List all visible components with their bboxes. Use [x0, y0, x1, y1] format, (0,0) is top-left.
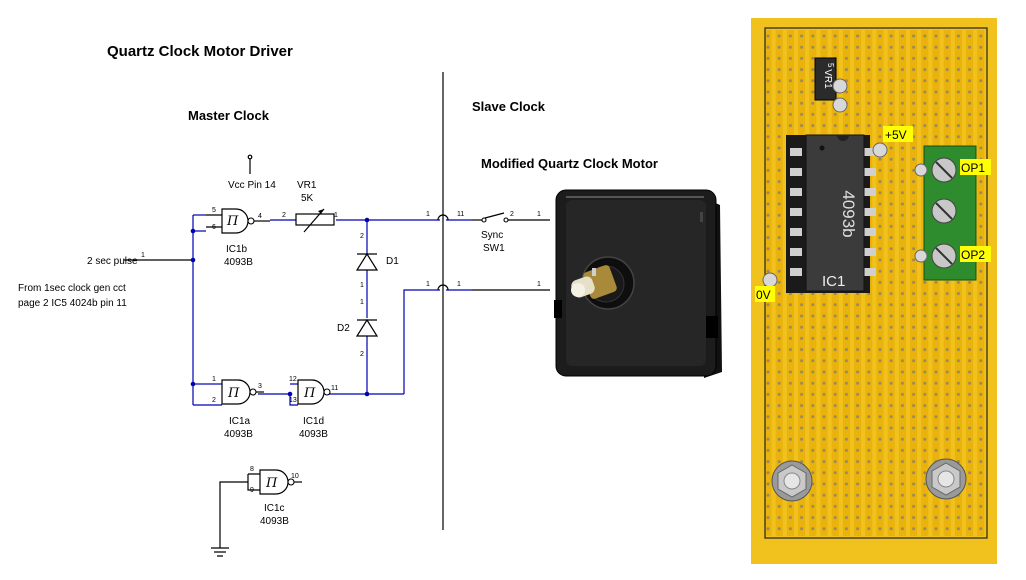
svg-text:5K: 5K	[301, 193, 314, 204]
svg-text:2: 2	[282, 212, 286, 219]
pin-label: 1	[141, 252, 145, 259]
svg-text:12: 12	[289, 376, 297, 383]
vcc-terminal	[247, 154, 253, 160]
diode-d2: D2 1 2	[337, 299, 379, 358]
clock-motor-image	[553, 184, 725, 382]
svg-text:13: 13	[289, 397, 297, 404]
pin-label: 1	[457, 281, 461, 288]
svg-text:5: 5	[212, 207, 216, 214]
gate-ic1c: Π 8 9 10 IC1c 4093B	[211, 466, 302, 557]
ic1c-name: IC1c	[264, 503, 285, 514]
svg-text:1: 1	[212, 376, 216, 383]
pcb-op1-label: OP1	[961, 161, 985, 175]
svg-text:4: 4	[258, 213, 262, 220]
svg-text:1: 1	[334, 212, 338, 219]
svg-text:Π: Π	[265, 476, 278, 491]
crossover-bottom	[437, 284, 449, 291]
svg-text:Π: Π	[303, 386, 316, 401]
pin-label: 1	[537, 211, 541, 218]
gate-ic1b: Π 5 6 4 IC1b 4093B	[206, 207, 270, 268]
ic1b-part: 4093B	[224, 257, 253, 268]
diode-d1: D1 2 1	[355, 233, 399, 289]
svg-text:8: 8	[250, 466, 254, 473]
ic1d-name: IC1d	[303, 416, 324, 427]
svg-text:9: 9	[250, 487, 254, 494]
svg-text:D1: D1	[386, 256, 399, 267]
svg-text:3: 3	[258, 383, 262, 390]
svg-text:11: 11	[331, 385, 338, 392]
pcb-op2-label: OP2	[961, 248, 985, 262]
svg-text:SW1: SW1	[483, 243, 505, 254]
diagram-title: Quartz Clock Motor Driver	[107, 43, 293, 60]
pulse-label: 2 sec pulse	[87, 256, 138, 267]
ic1a-name: IC1a	[229, 416, 251, 427]
svg-text:2: 2	[360, 233, 364, 240]
pin-label: 11	[457, 211, 464, 218]
svg-text:1: 1	[360, 299, 364, 306]
stripboard-layout: VR1 5 4093b IC1 +5V 0V	[751, 18, 997, 564]
vcc-label: Vcc Pin 14	[228, 180, 276, 191]
pcb-terminal-block: OP1 OP2	[914, 145, 991, 281]
crossover-top	[437, 214, 449, 221]
pcb-0v-label: 0V	[756, 288, 771, 302]
pcb-mounting-screw-right	[925, 458, 967, 500]
svg-text:10: 10	[291, 473, 299, 480]
gate-ic1a: Π 1 2 3 IC1a 4093B	[212, 376, 264, 440]
ic1c-part: 4093B	[260, 516, 289, 527]
slave-clock-heading: Slave Clock	[472, 99, 546, 114]
svg-text:6: 6	[212, 224, 216, 231]
svg-text:VR1: VR1	[297, 180, 317, 191]
gate-ic1d: Π 12 13 11 IC1d 4093B	[289, 376, 338, 440]
svg-text:2: 2	[360, 351, 364, 358]
svg-text:Sync: Sync	[481, 230, 503, 241]
junction-dots	[190, 217, 370, 397]
pcb-vr1: VR1 5	[814, 57, 848, 113]
motor-heading: Modified Quartz Clock Motor	[481, 156, 658, 171]
pcb-mounting-screw-left	[771, 460, 813, 502]
ic1b-name: IC1b	[226, 244, 248, 255]
ic1a-part: 4093B	[224, 429, 253, 440]
svg-text:Π: Π	[227, 386, 240, 401]
svg-text:VR1: VR1	[822, 69, 833, 89]
svg-text:4093b: 4093b	[839, 190, 858, 237]
svg-text:5: 5	[826, 63, 835, 68]
pcb-ic1: 4093b IC1	[786, 134, 876, 293]
master-clock-heading: Master Clock	[188, 108, 270, 123]
pin-label: 1	[426, 281, 430, 288]
source-note-line1: From 1sec clock gen cct	[18, 283, 126, 294]
pcb-0v-pin	[762, 272, 778, 288]
pcb-0v-tag	[755, 286, 775, 302]
svg-text:2: 2	[510, 211, 514, 218]
svg-text:2: 2	[212, 397, 216, 404]
source-note-line2: page 2 IC5 4024b pin 11	[18, 298, 127, 309]
potentiometer-vr1: VR1 5K 2 1	[282, 180, 338, 233]
pcb-5v-label: +5V	[885, 128, 907, 142]
ic1d-part: 4093B	[299, 429, 328, 440]
pcb-5v-pin	[872, 142, 888, 158]
svg-text:Π: Π	[226, 214, 239, 229]
svg-text:IC1: IC1	[822, 273, 845, 290]
switch-sw1: 2 Sync SW1	[481, 211, 514, 254]
pin-label: 1	[537, 281, 541, 288]
pcb-5v-tag	[883, 126, 913, 142]
svg-text:D2: D2	[337, 323, 350, 334]
svg-text:1: 1	[360, 282, 364, 289]
pin-label: 1	[426, 211, 430, 218]
